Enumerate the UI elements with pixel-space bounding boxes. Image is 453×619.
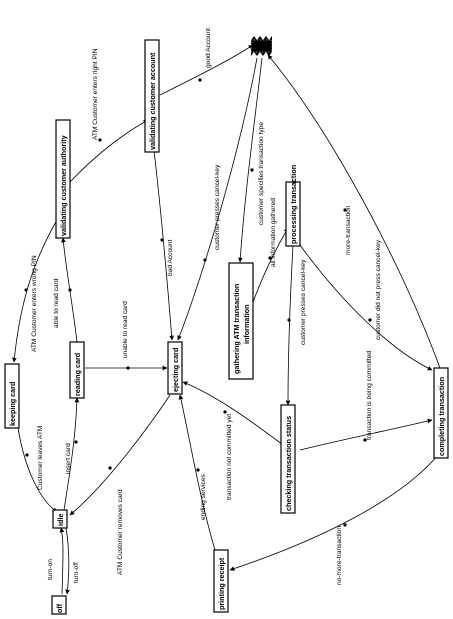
state-checking-status-label: checking transaction status	[284, 416, 293, 511]
state-ejecting-card: ejecting card	[167, 341, 183, 395]
label-turn-off: turn-off	[73, 562, 80, 583]
transitions	[12, 44, 441, 595]
edge-being-committed	[299, 418, 433, 451]
edge-good-account	[159, 44, 254, 96]
state-printing-receipt-label: printing receipt	[217, 557, 226, 610]
state-processing-label: processing transaction	[289, 165, 298, 244]
state-validating-customer-authority: validating customer authority	[55, 119, 71, 239]
state-keeping-card-label: keeping card	[8, 382, 17, 426]
state-off-label: off	[55, 603, 64, 613]
edge-able-to-read-card	[61, 237, 78, 343]
label-no-more-transaction: no-more-transaction	[336, 526, 343, 585]
state-validating-account-label: validating customer account	[148, 52, 157, 150]
state-printing-receipt: printing receipt	[213, 549, 229, 613]
state-idle-label: idle	[56, 514, 65, 526]
label-insert-card: insert card	[65, 443, 72, 474]
state-gathering-label-line1: gathering ATM transaction	[232, 284, 241, 374]
edge-did-not-press-cancel	[299, 244, 433, 371]
edge-more-transaction	[267, 54, 441, 369]
edge-specifies-transaction-type	[237, 57, 263, 263]
label-right-pin: ATM Customer enters right PIN	[92, 48, 99, 140]
label-cancel-key-1: customer presses cancel-key	[214, 164, 221, 250]
state-idle: idle	[52, 509, 68, 529]
state-gathering-atm-transaction-information: gathering ATM transaction information	[228, 262, 254, 380]
edge-no-more-transaction	[229, 454, 439, 571]
edge-wrong-pin	[12, 209, 64, 363]
edge-right-pin	[69, 119, 149, 183]
label-good-account: good Account	[205, 28, 212, 68]
state-completing-transaction: completing transaction	[433, 367, 449, 459]
edge-all-info-gathered	[252, 227, 289, 303]
label-being-committed: transaction is being committed	[366, 351, 373, 440]
label-turn-on: turn-on	[47, 559, 54, 580]
label-customer-removes-card: ATM Customer removes card	[117, 489, 124, 575]
state-reading-card-label: reading card	[73, 353, 82, 396]
state-validating-customer-account: validating customer account	[144, 39, 160, 153]
label-all-info-gathered: all information gathered	[270, 198, 277, 267]
edge-bad-account	[153, 149, 175, 341]
state-gathering-label-line2: information	[242, 304, 251, 344]
state-ejecting-card-label: ejecting card	[171, 348, 180, 392]
state-reading-card: reading card	[69, 341, 85, 399]
label-not-committed-yet: transaction not committed yet	[226, 414, 233, 500]
label-more-transaction: more-transaction	[345, 205, 352, 255]
label-unable-to-read-card: unable to read card	[122, 301, 129, 358]
label-bad-account: bad Account	[167, 240, 174, 276]
edge-ending-services	[178, 394, 216, 551]
label-specifies-transaction-type: customer specifies transaction type	[258, 122, 265, 225]
state-validating-authority-label: validating customer authority	[59, 135, 68, 236]
edge-turn-off	[65, 527, 70, 595]
edge-insert-card	[63, 397, 80, 511]
transition-labels: turn-on turn-off insert card Customer le…	[31, 28, 382, 585]
label-able-to-read-card: able to read card	[53, 278, 60, 328]
state-completing-label: completing transaction	[437, 377, 446, 456]
edge-cancel-key-2	[285, 244, 294, 406]
state-processing-transaction: processing transaction	[285, 165, 301, 247]
label-ending-services: ending services	[200, 473, 207, 520]
edge-customer-removes-card	[69, 394, 171, 516]
transaction-hub-junction	[250, 36, 273, 56]
edge-cancel-key-1	[177, 57, 258, 341]
state-off: off	[51, 595, 67, 615]
state-keeping-card: keeping card	[4, 363, 20, 429]
label-wrong-pin: ATM Customer enters wrong PIN	[31, 255, 38, 352]
label-customer-leaves-atm: Customer leaves ATM	[37, 426, 44, 490]
edge-turn-on	[59, 527, 65, 595]
label-cancel-key-2: customer presses cancel-key	[300, 259, 307, 345]
edge-not-committed-yet	[182, 381, 284, 446]
label-did-not-press-cancel: customer did not press cancel-key	[375, 239, 382, 340]
state-checking-transaction-status: checking transaction status	[280, 404, 296, 514]
edge-customer-leaves-atm	[17, 427, 58, 513]
